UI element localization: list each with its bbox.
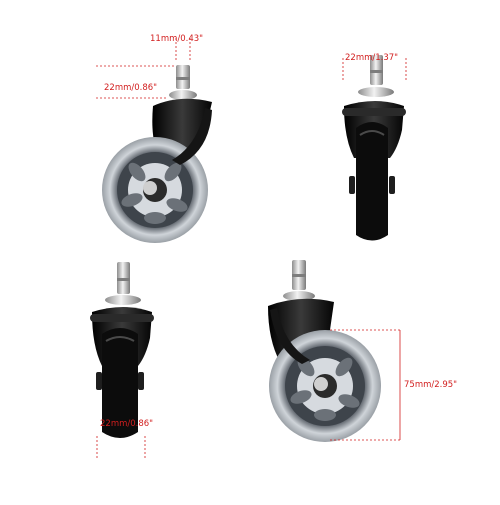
dimension-lines-view-3	[96, 436, 146, 460]
dimension-label-stem-height: 22mm/0.86"	[104, 83, 158, 93]
dimension-lines-view-4	[330, 329, 401, 441]
caster-wheel-view-1	[102, 65, 212, 243]
dimension-label-wheel-width: 22mm/0.86"	[100, 419, 154, 429]
dimension-label-stem-length: 22mm/1.37"	[345, 53, 399, 63]
caster-wheel-view-4	[268, 260, 381, 442]
dimension-lines-view-1	[96, 38, 191, 99]
caster-wheel-view-2	[342, 55, 406, 241]
caster-wheel-view-3	[90, 262, 154, 438]
dimension-label-wheel-diameter: 75mm/2.95"	[404, 380, 458, 390]
dimension-label-stem-diameter: 11mm/0.43"	[150, 34, 204, 44]
